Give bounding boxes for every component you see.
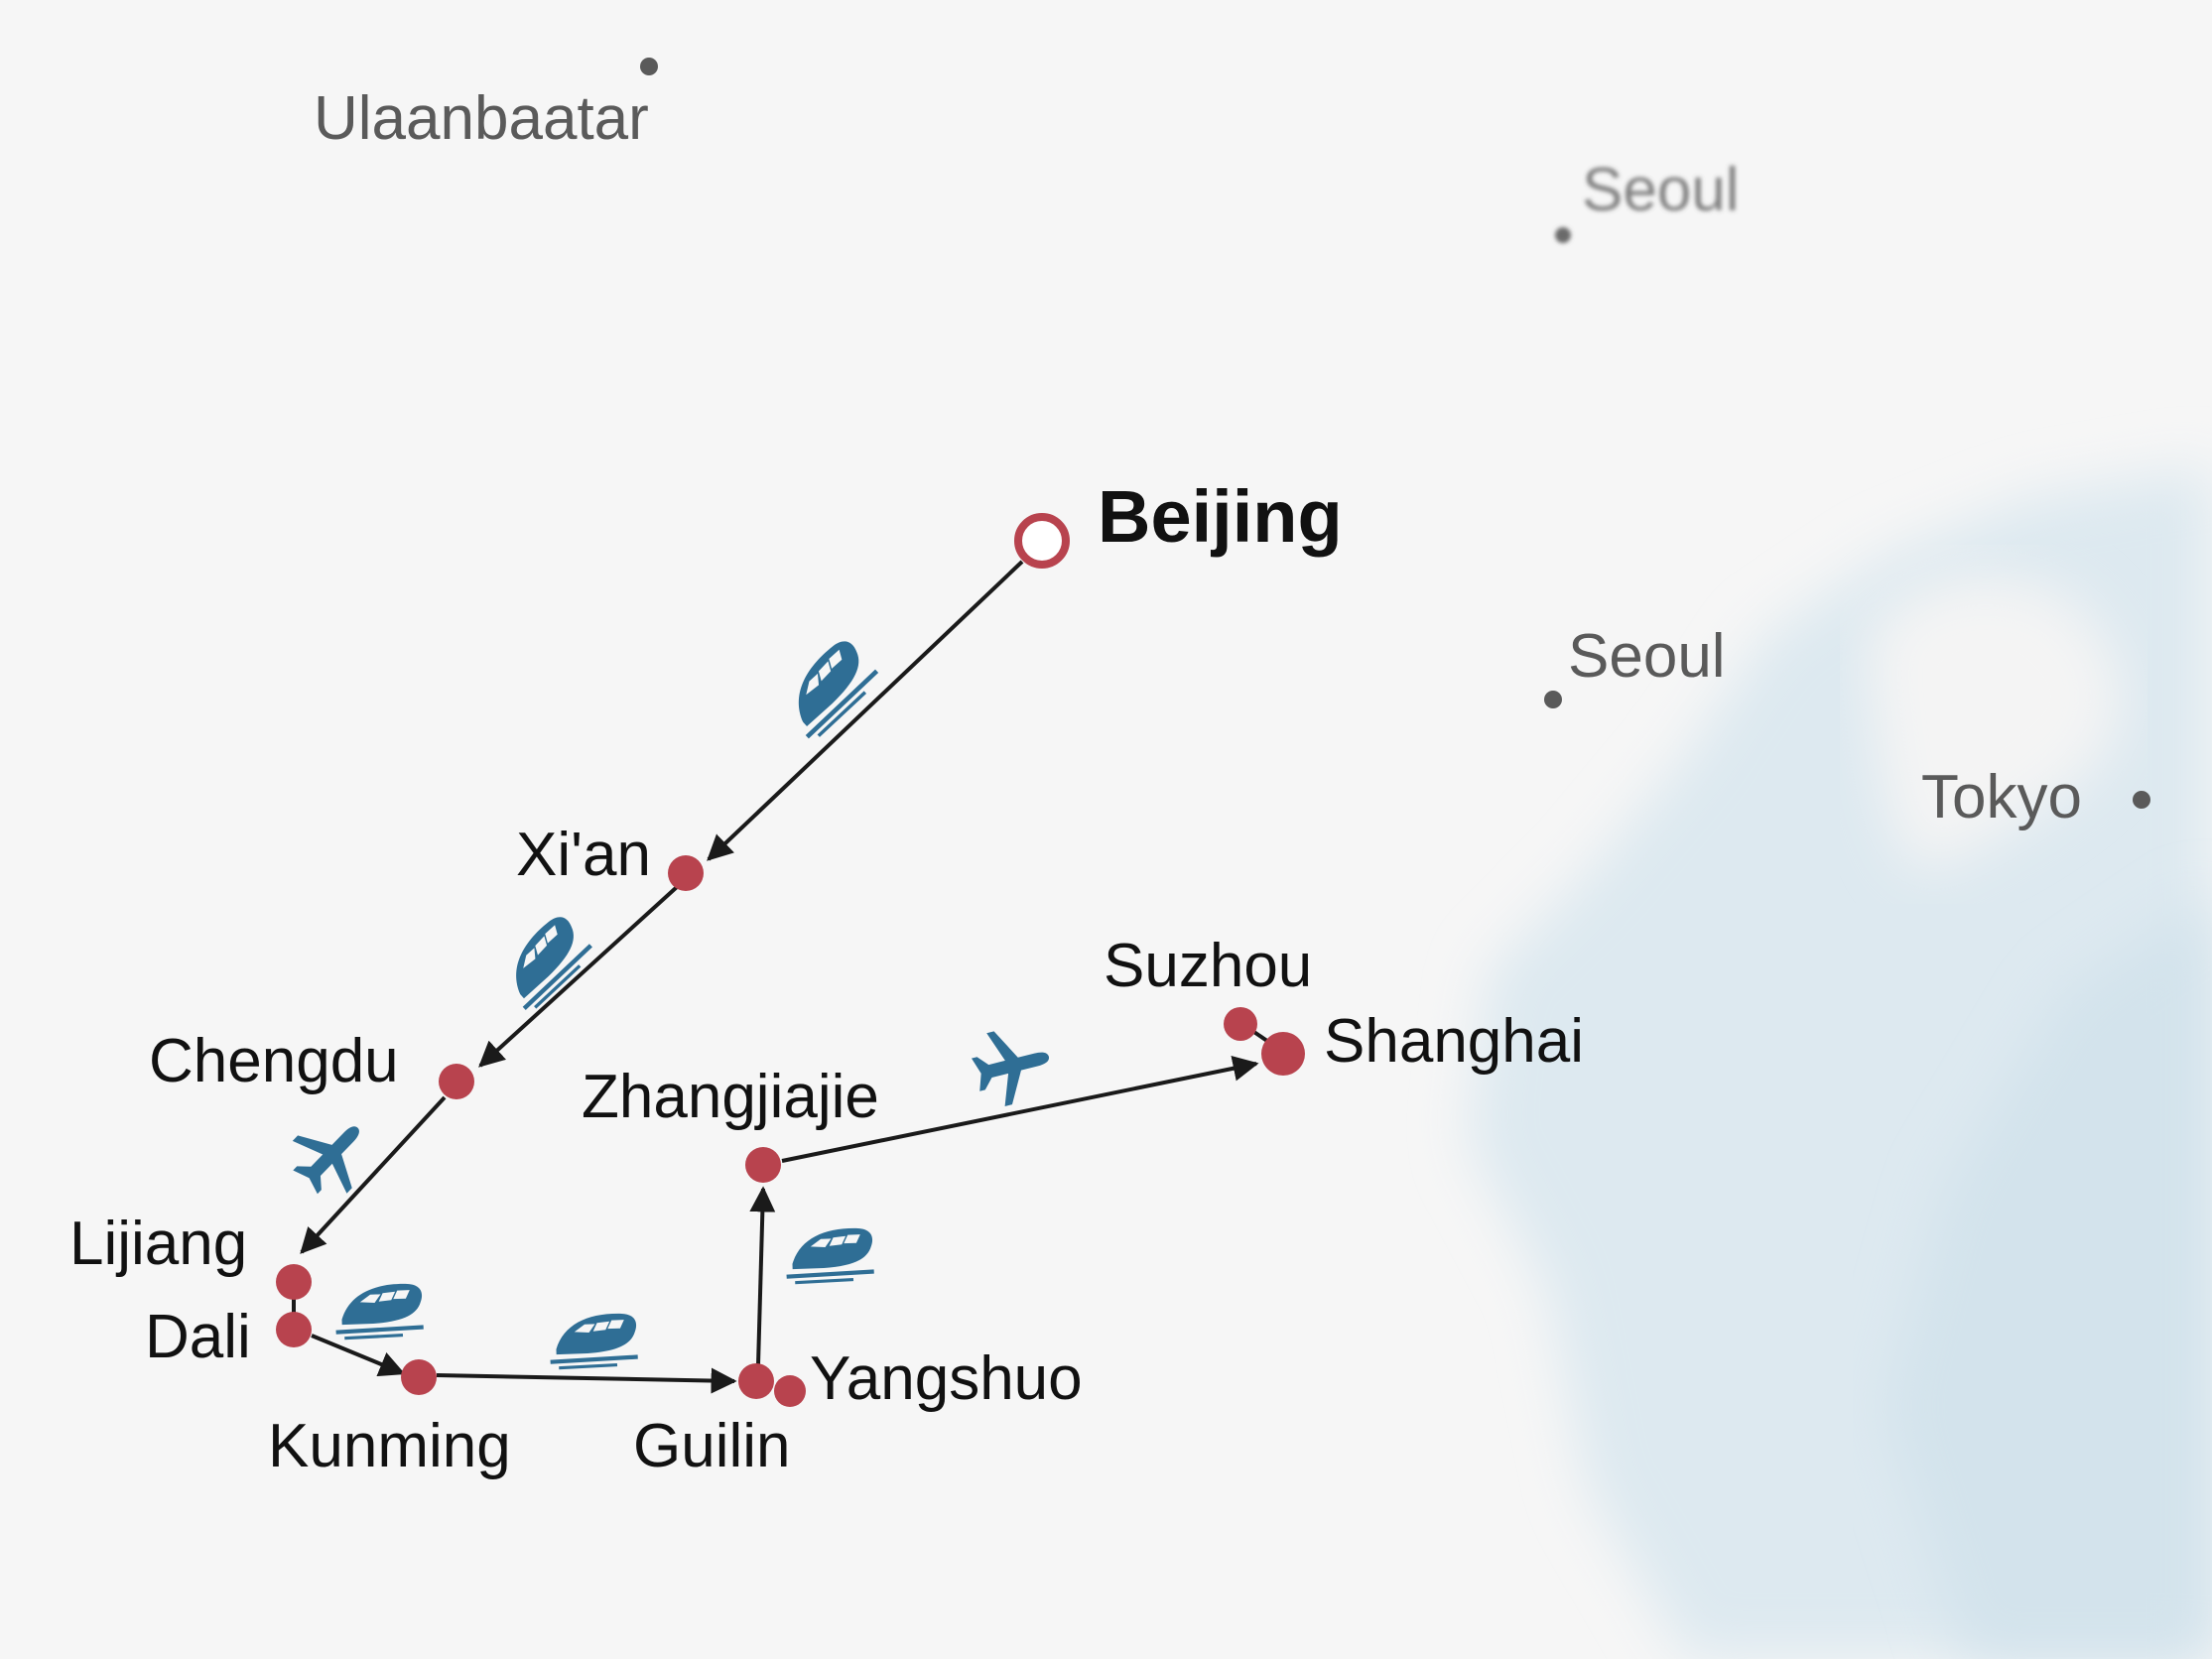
train-icon xyxy=(492,911,597,1013)
transport-icons xyxy=(278,635,1059,1368)
city-label: Seoul xyxy=(1582,156,1740,224)
train-icon xyxy=(334,1283,424,1339)
leg-xian-chengdu xyxy=(478,885,679,1068)
stop-beijing: Beijing xyxy=(1014,475,1343,569)
sea-area xyxy=(1469,466,2212,1659)
reference-city-seoul: Seoul xyxy=(1544,622,1726,708)
city-dot xyxy=(2133,791,2150,809)
city-label: Xi'an xyxy=(516,821,651,889)
stop-zhangjiajie: Zhangjiajie xyxy=(582,1063,879,1183)
city-label: Seoul xyxy=(1568,622,1726,691)
plane-icon xyxy=(278,1101,385,1209)
reference-city-tokyo: Tokyo xyxy=(1921,763,2150,831)
city-label: Suzhou xyxy=(1104,932,1312,1000)
stop-guilin: Guilin xyxy=(633,1363,791,1480)
stop-dot xyxy=(774,1375,806,1407)
city-label: Zhangjiajie xyxy=(582,1063,879,1131)
leg-zhangjiajie-shanghai xyxy=(781,1055,1259,1163)
stop-xian: Xi'an xyxy=(516,821,704,891)
city-label: Tokyo xyxy=(1921,763,2082,831)
city-label: Shanghai xyxy=(1324,1007,1584,1076)
leg-chengdu-lijiang xyxy=(300,1095,447,1254)
reference-city-ulaanbaatar: Ulaanbaatar xyxy=(314,58,658,153)
stop-dot xyxy=(668,855,704,891)
city-label: Kunming xyxy=(268,1412,511,1480)
leg-dali-kunming xyxy=(311,1334,406,1377)
stop-dot xyxy=(439,1064,474,1099)
city-dot xyxy=(1544,691,1562,708)
city-label: Ulaanbaatar xyxy=(314,84,649,153)
plane-icon xyxy=(966,1019,1059,1112)
stop-shanghai: Shanghai xyxy=(1261,1007,1584,1076)
stop-dot xyxy=(738,1363,774,1399)
reference-city-seoul-faded: Seoul xyxy=(1555,156,1740,243)
city-label: Chengdu xyxy=(149,1027,399,1095)
city-label: Guilin xyxy=(633,1412,791,1480)
train-icon xyxy=(549,1313,638,1368)
leg-kunming-guilin xyxy=(436,1367,737,1394)
stop-dot xyxy=(1224,1007,1257,1041)
stop-kunming: Kunming xyxy=(268,1359,511,1480)
stop-chengdu: Chengdu xyxy=(149,1027,474,1099)
leg-guilin-zhangjiajie xyxy=(749,1186,776,1366)
city-dot xyxy=(1555,227,1571,243)
stop-dot xyxy=(745,1147,781,1183)
stop-lijiang: Lijiang xyxy=(69,1210,312,1300)
stop-suzhou: Suzhou xyxy=(1104,932,1312,1041)
leg-beijing-xian xyxy=(707,560,1024,861)
stop-dot xyxy=(401,1359,437,1395)
stop-dali: Dali xyxy=(145,1303,312,1371)
city-label: Lijiang xyxy=(69,1210,247,1278)
stop-dot xyxy=(276,1312,312,1347)
city-label: Dali xyxy=(145,1303,251,1371)
stop-dot xyxy=(276,1264,312,1300)
stop-yangshuo: Yangshuo xyxy=(774,1344,1083,1413)
start-marker xyxy=(1014,513,1070,569)
train-icon xyxy=(785,1227,874,1283)
city-label: Yangshuo xyxy=(810,1344,1083,1413)
city-label: Beijing xyxy=(1098,475,1343,558)
city-dot xyxy=(640,58,658,75)
stop-dot xyxy=(1261,1032,1305,1076)
train-icon xyxy=(773,635,882,742)
